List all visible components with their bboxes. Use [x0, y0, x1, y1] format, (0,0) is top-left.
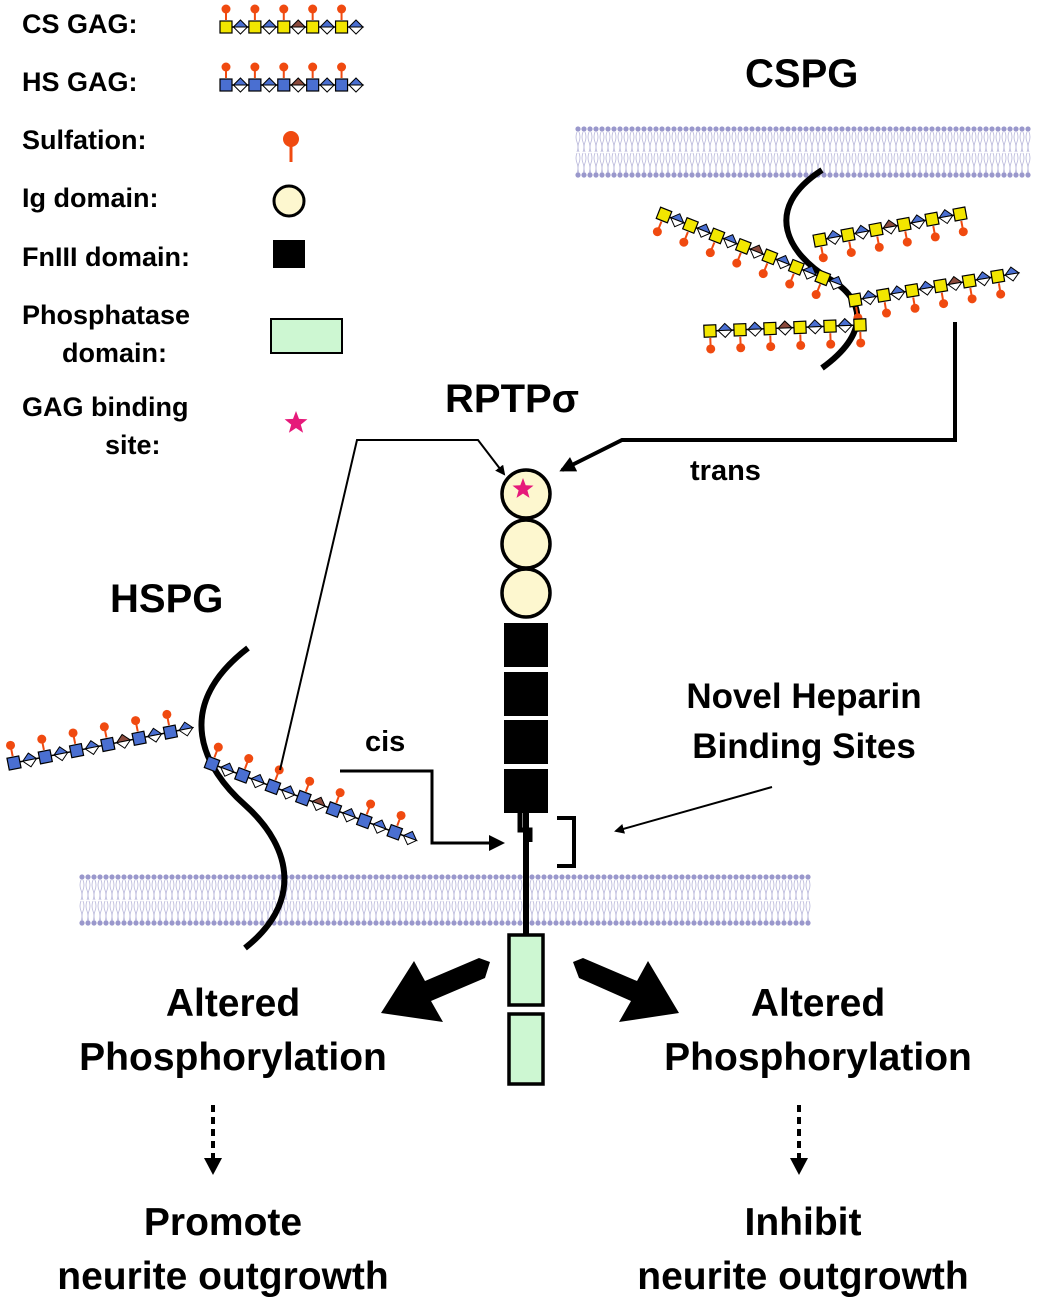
legend-phosphatase-label-1: Phosphatase — [22, 300, 190, 330]
trans-label: trans — [690, 455, 761, 487]
legend-gag-binding-site-label-1: GAG binding — [22, 392, 188, 422]
legend-sulfation-label: Sulfation: — [22, 125, 146, 155]
legend-fniii-domain-label: FnIII domain: — [22, 242, 190, 272]
hspg-core-protein — [198, 645, 288, 951]
cs-gag-chain-icon — [219, 4, 365, 35]
hs-gag-chain-icon — [219, 62, 365, 93]
ig-domain-icon — [272, 184, 306, 218]
novel-sites-label-1: Novel Heparin — [686, 677, 921, 716]
left-dashed-arrowhead — [204, 1158, 222, 1175]
left-result-line-1: Promote — [144, 1201, 302, 1244]
novel-sites-label-2: Binding Sites — [692, 727, 916, 766]
left-outcome-line-1: Altered — [166, 982, 300, 1025]
legend-cs-gag-label: CS GAG: — [22, 9, 138, 39]
phosphatase-domain-icon — [270, 318, 343, 354]
trans-arrow — [559, 322, 957, 472]
sulfation-icon — [283, 131, 299, 162]
right-result-line-2: neurite outgrowth — [637, 1255, 968, 1298]
fniii-domain-2 — [504, 672, 548, 716]
cis-label: cis — [365, 726, 405, 758]
legend-phosphatase-label-2: domain: — [62, 338, 167, 368]
rptp-juxtamembrane-kink — [517, 812, 533, 842]
legend-hs-gag-label: HS GAG: — [22, 67, 138, 97]
cis-arrow — [340, 769, 505, 851]
right-dashed-arrowhead — [790, 1158, 808, 1175]
fniii-domain-1 — [504, 623, 548, 667]
phosphatase-domain-2 — [507, 1012, 545, 1086]
right-outcome-line-1: Altered — [751, 982, 885, 1025]
gag-binding-site-star — [512, 478, 534, 498]
rptp-sigma-title: RPTPσ — [445, 377, 579, 421]
novel-site-bracket — [557, 816, 576, 868]
cspg-gag-chains — [652, 206, 1021, 354]
left-outcome-line-2: Phosphorylation — [79, 1036, 387, 1079]
left-result-line-2: neurite outgrowth — [57, 1255, 388, 1298]
right-outcome-line-2: Phosphorylation — [664, 1036, 972, 1079]
rptp-cell-membrane — [79, 874, 811, 926]
legend-gag-binding-site-label-2: site: — [105, 430, 161, 460]
right-outcome-arrow — [573, 958, 679, 1022]
fniii-domain-4 — [504, 769, 548, 813]
ig-domain-2 — [500, 518, 552, 570]
hspg-gag-chains — [6, 709, 418, 846]
ig-domain-3 — [500, 567, 552, 619]
phosphatase-domain-1 — [507, 933, 545, 1007]
novel-site-pointer-arrow — [614, 786, 773, 834]
fniii-domain-3 — [504, 720, 548, 764]
fniii-domain-icon — [273, 240, 305, 268]
gag-binding-site-star-icon — [284, 411, 308, 433]
cspg-title: CSPG — [745, 52, 858, 96]
hspg-to-ig-arrow — [279, 439, 506, 771]
right-result-line-1: Inhibit — [745, 1201, 862, 1244]
left-outcome-arrow — [381, 958, 490, 1022]
hspg-title: HSPG — [110, 577, 223, 621]
cspg-cell-membrane — [575, 126, 1031, 178]
legend-ig-domain-label: Ig domain: — [22, 183, 159, 213]
legend: CS GAG: HS GAG: Sulfation: Ig domain: Fn… — [22, 4, 365, 460]
